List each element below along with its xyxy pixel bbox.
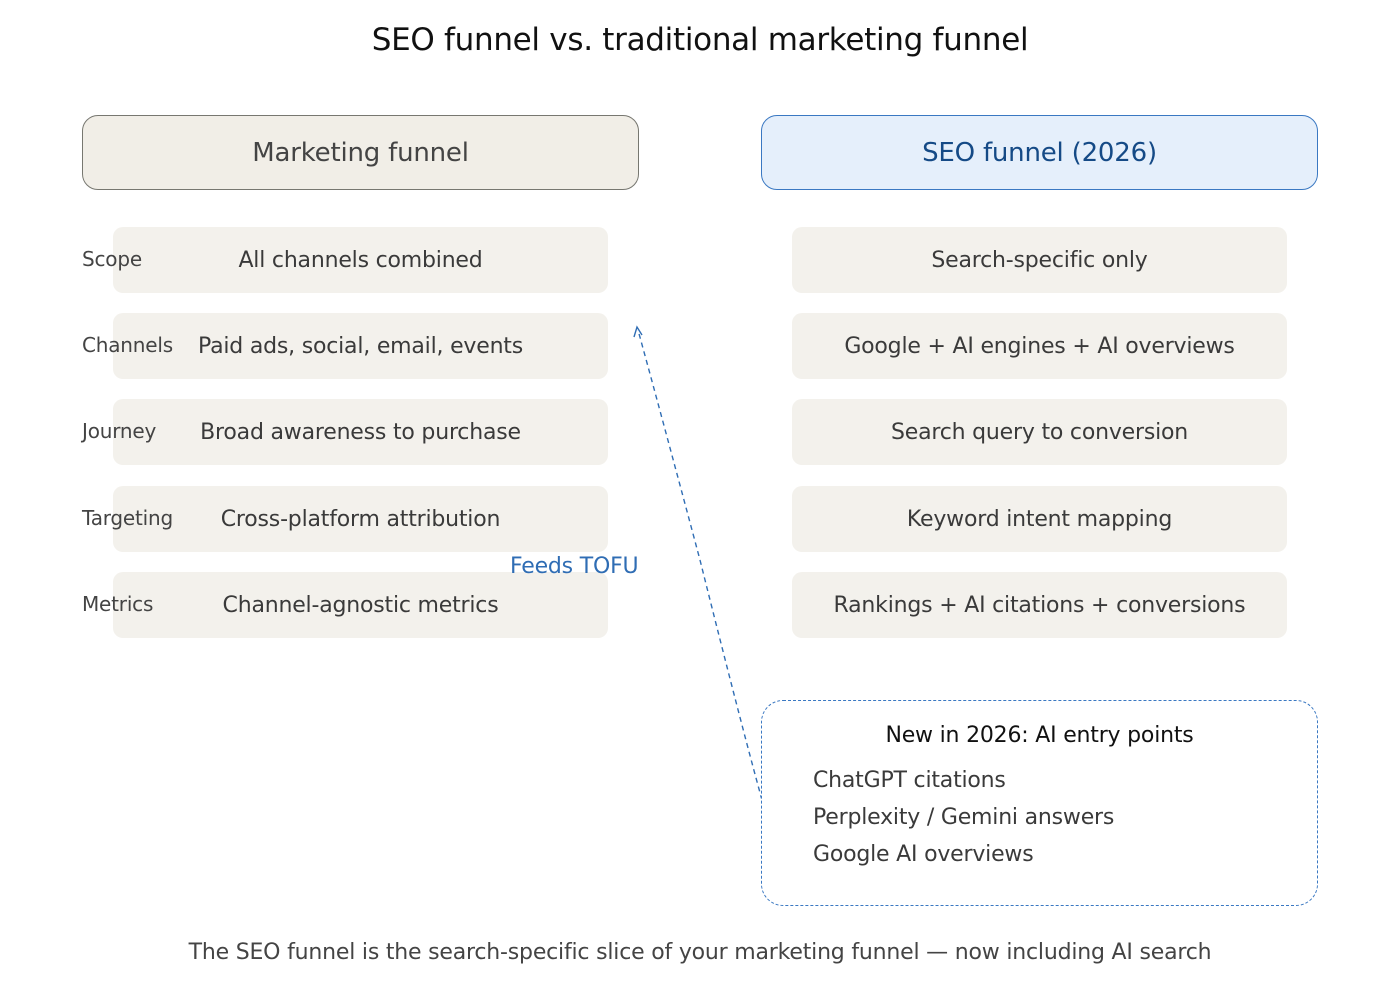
marketing-row-metrics: Channel-agnostic metrics — [113, 572, 608, 638]
arrowhead-icon — [633, 325, 643, 338]
seo-row-scope: Search-specific only — [792, 227, 1287, 293]
seo-row-value: Search-specific only — [931, 247, 1148, 273]
seo-row-value: Search query to conversion — [890, 419, 1189, 445]
page-title: SEO funnel vs. traditional marketing fun… — [371, 22, 1029, 58]
ai-entry-item: Google AI overviews — [813, 842, 1034, 867]
row-label-channels: Channels — [82, 333, 173, 357]
ai-entry-item: ChatGPT citations — [813, 768, 1006, 793]
feeds-tofu-label: Feeds TOFU — [510, 554, 639, 579]
marketing-row-value: All channels combined — [238, 247, 483, 273]
seo-funnel-header: SEO funnel (2026) — [761, 115, 1318, 190]
ai-entry-points-box — [761, 700, 1318, 906]
ai-entry-points-title: New in 2026: AI entry points — [885, 723, 1194, 748]
row-label-metrics: Metrics — [82, 592, 154, 616]
seo-row-value: Google + AI engines + AI overviews — [844, 333, 1235, 359]
row-label-targeting: Targeting — [82, 506, 174, 530]
marketing-row-journey: Broad awareness to purchase — [113, 399, 608, 465]
seo-funnel-header-label: SEO funnel (2026) — [922, 137, 1157, 168]
connector-line — [637, 329, 763, 801]
marketing-row-channels: Paid ads, social, email, events — [113, 313, 608, 379]
marketing-row-value: Broad awareness to purchase — [200, 419, 521, 445]
marketing-row-scope: All channels combined — [113, 227, 608, 293]
marketing-funnel-header: Marketing funnel — [82, 115, 639, 190]
marketing-row-value: Channel-agnostic metrics — [222, 592, 499, 618]
marketing-row-targeting: Cross-platform attribution — [113, 486, 608, 552]
marketing-funnel-header-label: Marketing funnel — [252, 137, 469, 168]
ai-entry-item: Perplexity / Gemini answers — [813, 805, 1115, 830]
footer-caption: The SEO funnel is the search-specific sl… — [188, 940, 1212, 965]
seo-row-journey: Search query to conversion — [792, 399, 1287, 465]
seo-row-metrics: Rankings + AI citations + conversions — [792, 572, 1287, 638]
marketing-row-value: Cross-platform attribution — [220, 506, 501, 532]
row-label-scope: Scope — [82, 247, 142, 271]
seo-row-targeting: Keyword intent mapping — [792, 486, 1287, 552]
row-label-journey: Journey — [82, 419, 157, 443]
seo-row-value: Keyword intent mapping — [906, 506, 1173, 532]
seo-row-value: Rankings + AI citations + conversions — [833, 592, 1246, 618]
marketing-row-value: Paid ads, social, email, events — [197, 333, 523, 359]
seo-row-channels: Google + AI engines + AI overviews — [792, 313, 1287, 379]
